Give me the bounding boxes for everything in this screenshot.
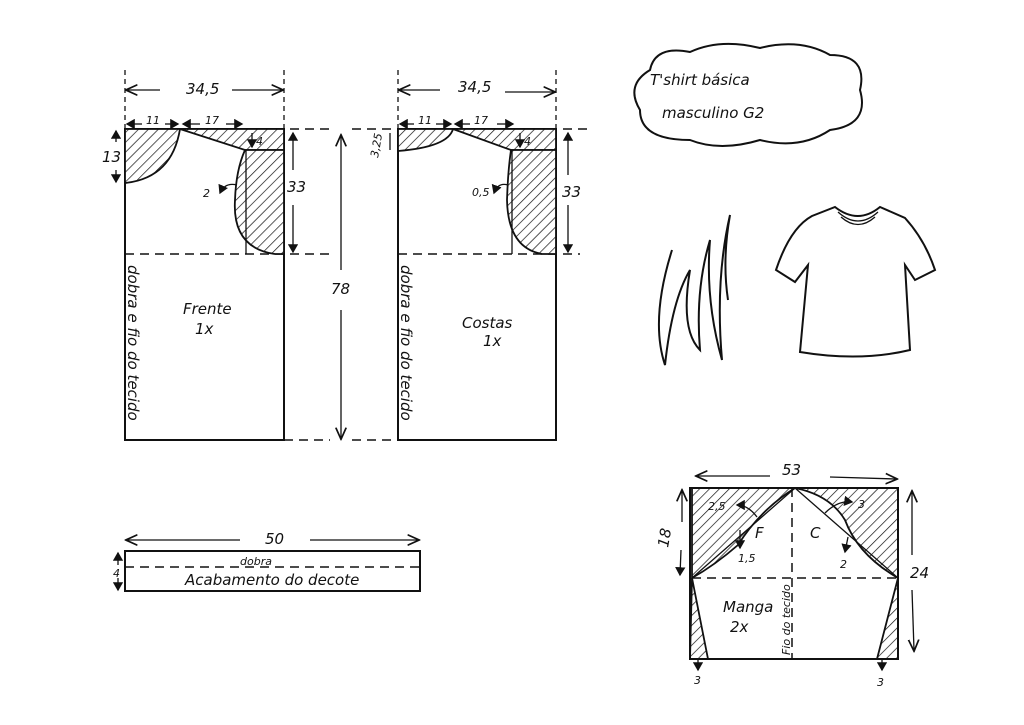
sleeve-piece-count: 2x bbox=[730, 618, 749, 636]
sleeve-height-label: 24 bbox=[910, 564, 929, 582]
front-armhole-depth-label: 33 bbox=[287, 178, 306, 196]
front-shoulder-label: 17 bbox=[205, 114, 219, 127]
neckband-name: Acabamento do decote bbox=[184, 571, 359, 589]
back-piece: 34,5 11 17 4 3,25 0,5 33 dobra e fio do … bbox=[368, 70, 590, 441]
length-dimension: 78 bbox=[331, 128, 398, 441]
front-width-label: 34,5 bbox=[186, 80, 219, 98]
back-piece-count: 1x bbox=[483, 332, 502, 350]
neckband-piece: 50 dobra Acabamento do decote 4 bbox=[112, 530, 421, 592]
sleeve-front-curve-in-label: 1,5 bbox=[738, 552, 756, 565]
back-piece-name: Costas bbox=[462, 314, 513, 332]
sleeve-front-curve-out-label: 2,5 bbox=[708, 500, 726, 513]
sleeve-front-mark: F bbox=[755, 524, 764, 542]
back-fold-label: dobra e fio do tecido bbox=[397, 265, 415, 421]
neckband-height-label: 4 bbox=[113, 567, 120, 580]
front-neck-width-label: 11 bbox=[146, 114, 160, 127]
front-piece-count: 1x bbox=[195, 320, 214, 338]
front-piece: 34,5 11 17 4 13 2 33 dobra e fio do teci… bbox=[102, 70, 330, 441]
front-armhole-curve-label: 2 bbox=[203, 187, 210, 200]
back-neck-width-label: 11 bbox=[418, 114, 432, 127]
sleeve-back-mark: C bbox=[810, 524, 821, 542]
sleeve-piece: 53 2,5 1,5 F C 3 2 18 24 Manga 2x Fio do… bbox=[654, 461, 929, 689]
signature bbox=[657, 214, 731, 366]
back-shoulder-label: 17 bbox=[474, 114, 488, 127]
neckband-fold-label: dobra bbox=[240, 555, 272, 568]
title-cloud: T'shirt básica masculino G2 bbox=[633, 42, 863, 147]
title-line2: masculino G2 bbox=[662, 104, 764, 122]
front-neck-depth-label: 13 bbox=[102, 148, 121, 166]
sleeve-hem-left-label: 3 bbox=[694, 674, 701, 687]
sleeve-piece-name: Manga bbox=[723, 598, 773, 616]
neckband-length-label: 50 bbox=[265, 530, 284, 548]
sleeve-back-curve-out-label: 3 bbox=[858, 498, 865, 511]
tshirt-sketch-icon bbox=[774, 205, 937, 358]
back-shoulder-drop-label: 4 bbox=[524, 135, 531, 148]
sleeve-cap-height-label: 18 bbox=[654, 527, 675, 549]
back-width-label: 34,5 bbox=[458, 78, 491, 96]
front-piece-name: Frente bbox=[183, 300, 232, 318]
sleeve-back-curve-in-label: 2 bbox=[840, 558, 847, 571]
back-armhole-depth-label: 33 bbox=[562, 183, 581, 201]
front-fold-label: dobra e fio do tecido bbox=[124, 265, 142, 421]
front-shoulder-drop-label: 4 bbox=[256, 135, 263, 148]
sleeve-grain-label: Fio do tecido bbox=[780, 584, 793, 655]
sleeve-hem-right-label: 3 bbox=[877, 676, 884, 689]
length-label: 78 bbox=[331, 280, 350, 298]
back-neck-depth-label: 3,25 bbox=[368, 132, 385, 158]
title-line1: T'shirt básica bbox=[650, 71, 750, 89]
back-armhole-curve-label: 0,5 bbox=[472, 186, 490, 199]
sleeve-width-label: 53 bbox=[782, 461, 801, 479]
